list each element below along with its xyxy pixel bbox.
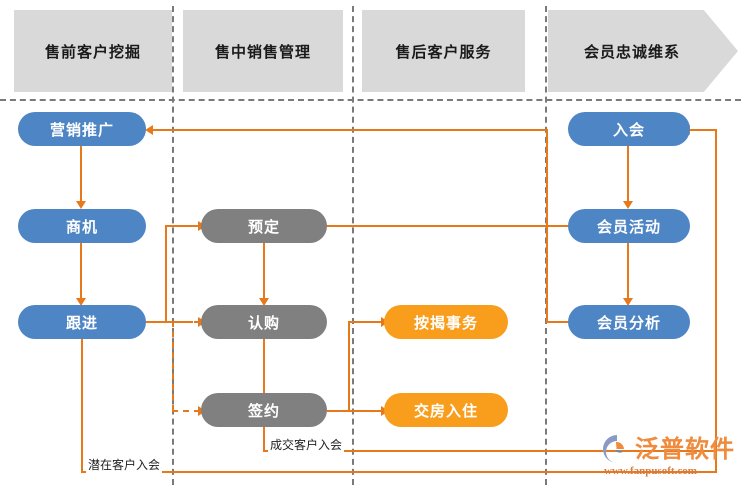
stage-banner-presale: 售前客户挖掘	[14, 10, 172, 92]
edge-activity-to-reserve	[311, 225, 569, 227]
node-followup[interactable]: 跟进	[18, 305, 146, 339]
node-label: 会员活动	[596, 218, 661, 236]
node-subscribe[interactable]: 认购	[201, 305, 327, 339]
arrowhead-down	[259, 298, 269, 306]
node-label: 跟进	[65, 314, 98, 332]
edge-branch-to-mortgage	[348, 321, 383, 323]
node-label: 会员分析	[596, 314, 661, 332]
node-handover[interactable]: 交房入住	[384, 393, 508, 427]
stage-banner-sales: 售中销售管理	[183, 10, 343, 92]
arrowhead-down	[623, 201, 633, 209]
edge-branch-to-contract-dashed	[172, 410, 200, 412]
node-mortgage[interactable]: 按揭事务	[384, 305, 508, 339]
node-label: 商机	[65, 218, 98, 236]
stage-banner-label: 售前客户挖掘	[44, 43, 141, 61]
edge-followup-up	[165, 225, 167, 323]
arrowhead-down	[76, 201, 86, 209]
node-label: 按揭事务	[413, 314, 478, 332]
edge-contract-branch-up	[348, 321, 350, 411]
edge-label-closed: 成交客户入会	[268, 436, 345, 453]
edge-followup-to-reserve	[165, 225, 200, 227]
edge-join-to-activity	[627, 146, 629, 202]
node-activity[interactable]: 会员活动	[568, 209, 690, 243]
edge-potential-to-join	[690, 129, 717, 131]
fanpu-swoosh-icon	[602, 434, 632, 464]
edge-closed-right	[263, 450, 716, 452]
stage-banner-label: 售后客户服务	[395, 43, 492, 61]
node-contract[interactable]: 签约	[201, 393, 327, 427]
edge-followup-right	[145, 321, 193, 323]
edge-analysis-left	[546, 321, 569, 323]
edge-label-potential: 潜在客户入会	[86, 456, 163, 473]
stage-banner-aftersale: 售后客户服务	[362, 10, 525, 92]
edge-potential-bottom	[81, 471, 716, 473]
arrowhead-down	[76, 298, 86, 306]
edge-label-text: 潜在客户入会	[88, 458, 161, 472]
node-label: 营销推广	[49, 121, 114, 139]
arrowhead-left	[145, 125, 153, 135]
edge-contract-to-handover	[327, 410, 383, 412]
brand-logo: 泛普软件 www.fanpusoft.com	[602, 434, 735, 477]
band-baseline-dashed	[0, 99, 741, 101]
column-divider-1	[172, 6, 174, 485]
node-label: 认购	[247, 314, 280, 332]
arrowhead-down	[623, 298, 633, 306]
node-marketing[interactable]: 营销推广	[18, 112, 146, 146]
edge-analysis-up	[546, 129, 548, 323]
node-label: 预定	[247, 218, 280, 236]
edge-potential-right-up	[715, 129, 717, 473]
logo-wordmark: 泛普软件	[635, 435, 735, 463]
logo-url: www.fanpusoft.com	[604, 465, 697, 477]
edge-activity-to-analysis	[627, 243, 629, 299]
edge-opportunity-to-followup	[80, 243, 82, 299]
logo-row: 泛普软件	[602, 434, 735, 464]
edge-analysis-to-marketing	[152, 129, 548, 131]
node-opportunity[interactable]: 商机	[18, 209, 146, 243]
edge-subscribe-to-contract	[263, 339, 265, 395]
stage-banner-label: 会员忠诚维系	[583, 43, 680, 61]
node-label: 交房入住	[413, 402, 478, 420]
node-label: 入会	[612, 121, 645, 139]
edge-followup-branch-down-dashed	[172, 321, 174, 411]
edge-reserve-to-subscribe	[263, 243, 265, 299]
edge-potential-down	[81, 339, 83, 473]
edge-closed-down	[263, 427, 265, 451]
edge-marketing-to-opportunity	[80, 146, 82, 202]
edge-label-text: 成交客户入会	[270, 438, 343, 452]
node-label: 签约	[247, 402, 280, 420]
node-join[interactable]: 入会	[568, 112, 690, 146]
stage-banner-label: 售中销售管理	[214, 43, 311, 61]
node-reserve[interactable]: 预定	[201, 209, 327, 243]
node-analysis[interactable]: 会员分析	[568, 305, 690, 339]
edge-followup-to-subscribe-dashed	[172, 321, 200, 323]
column-divider-2	[352, 6, 354, 485]
stage-banner-member: 会员忠诚维系	[548, 10, 738, 92]
